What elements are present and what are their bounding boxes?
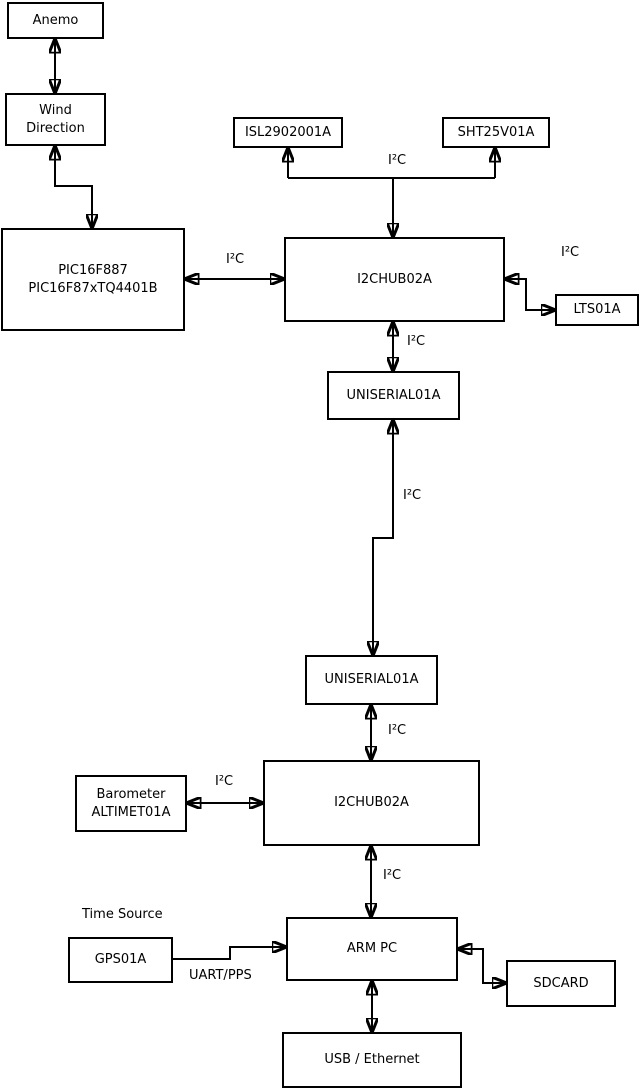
node-anemo-label: Anemo xyxy=(32,12,79,28)
conn-armpc-sdcard xyxy=(458,949,506,983)
node-wind-direction-line2: Direction xyxy=(26,120,85,136)
label-i2c-uniserial-link: I²C xyxy=(403,488,422,503)
conn-gps-armpc xyxy=(173,947,286,960)
node-sdcard-label: SDCARD xyxy=(533,975,589,991)
node-uniserial01a-2: UNISERIAL01A xyxy=(305,655,438,705)
node-sht25v01a: SHT25V01A xyxy=(442,117,550,148)
conn-uniserial1-uniserial2 xyxy=(373,420,393,655)
node-i2chub02a-2-label: I2CHUB02A xyxy=(334,795,409,811)
node-uniserial01a-1-label: UNISERIAL01A xyxy=(346,387,441,403)
node-pic16f887-line1: PIC16F887 xyxy=(58,262,128,278)
node-usb-ethernet-label: USB / Ethernet xyxy=(324,1052,420,1068)
label-uart-pps: UART/PPS xyxy=(189,968,252,983)
node-lts01a: LTS01A xyxy=(555,294,639,326)
label-i2c-hub1-lts: I²C xyxy=(561,245,580,260)
node-arm-pc-label: ARM PC xyxy=(346,941,398,957)
node-uniserial01a-2-label: UNISERIAL01A xyxy=(324,672,419,688)
conn-hub1-lts xyxy=(505,279,555,310)
node-anemo: Anemo xyxy=(7,2,104,39)
conn-wind-pic xyxy=(55,146,92,228)
node-sdcard: SDCARD xyxy=(506,960,616,1007)
node-i2chub02a-1-label: I2CHUB02A xyxy=(357,271,432,287)
node-wind-direction: Wind Direction xyxy=(5,93,106,146)
node-uniserial01a-1: UNISERIAL01A xyxy=(327,371,460,420)
node-barometer-line1: Barometer xyxy=(96,786,166,802)
label-time-source: Time Source xyxy=(82,907,163,922)
node-barometer-line2: ALTIMET01A xyxy=(91,804,171,820)
node-wind-direction-line1: Wind xyxy=(39,102,72,118)
node-isl2902001a-label: ISL2902001A xyxy=(244,124,332,140)
node-isl2902001a: ISL2902001A xyxy=(233,117,343,148)
node-gps01a: GPS01A xyxy=(68,937,173,983)
node-arm-pc: ARM PC xyxy=(286,917,458,981)
node-barometer-altimet01a: Barometer ALTIMET01A xyxy=(75,775,187,832)
node-i2chub02a-2: I2CHUB02A xyxy=(263,760,480,846)
node-usb-ethernet: USB / Ethernet xyxy=(282,1032,462,1088)
node-pic16f887-line2: PIC16F87xTQ4401B xyxy=(28,280,158,296)
label-i2c-uniserial2-hub2: I²C xyxy=(388,723,407,738)
node-i2chub02a-1: I2CHUB02A xyxy=(284,237,505,322)
label-i2c-hub1-uniserial1: I²C xyxy=(407,334,426,349)
label-i2c-barometer-hub2: I²C xyxy=(215,774,234,789)
node-gps01a-label: GPS01A xyxy=(94,952,147,968)
node-pic16f887: PIC16F887 PIC16F87xTQ4401B xyxy=(1,228,185,331)
node-lts01a-label: LTS01A xyxy=(573,302,621,318)
node-sht25v01a-label: SHT25V01A xyxy=(457,124,535,140)
label-i2c-pic-hub1: I²C xyxy=(226,252,245,267)
label-i2c-top-bus: I²C xyxy=(388,153,407,168)
label-i2c-hub2-armpc: I²C xyxy=(383,868,402,883)
